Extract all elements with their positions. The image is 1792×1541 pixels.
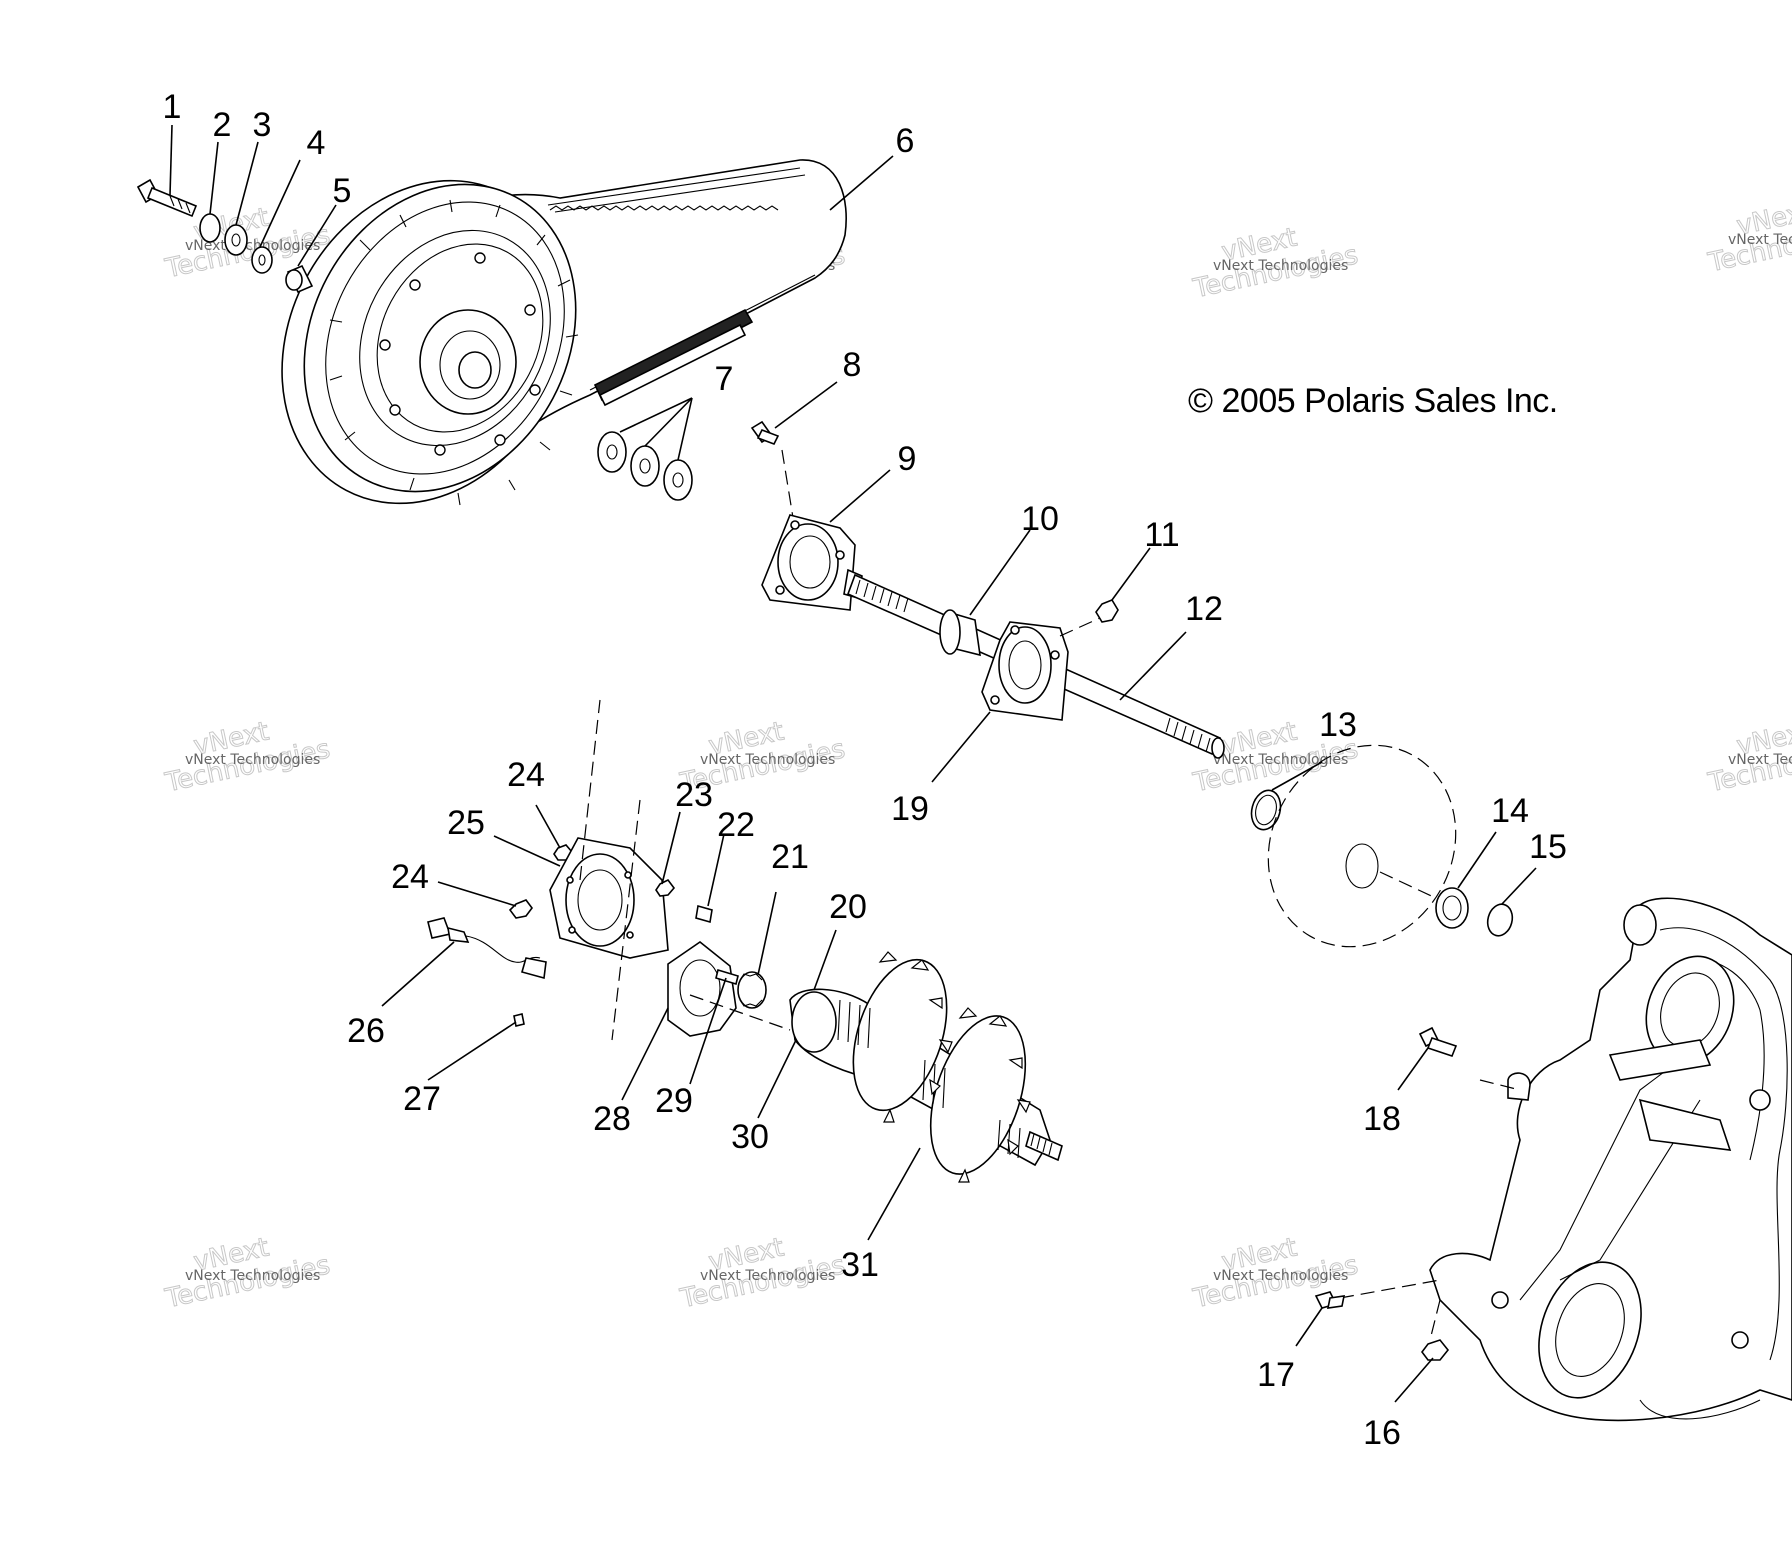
nut-23 — [655, 878, 676, 897]
svg-text:vNext Technologies: vNext Technologies — [700, 752, 835, 768]
washer-4 — [251, 246, 273, 274]
pin-22 — [695, 904, 713, 924]
callout-4: 4 — [307, 124, 326, 162]
svg-text:vNext Technologies: vNext Technologies — [1213, 258, 1348, 274]
callout-numbers: 1 2 3 4 5 6 7 8 9 10 11 12 13 14 15 16 1… — [163, 88, 1567, 1452]
bolt-17 — [1314, 1291, 1346, 1309]
belt-cogs-top — [549, 205, 779, 211]
callout-8: 8 — [843, 346, 862, 384]
callout-24-lower: 24 — [391, 858, 429, 896]
chaincase-housing — [1429, 897, 1792, 1422]
callout-21: 21 — [771, 838, 809, 876]
callout-20: 20 — [829, 888, 867, 926]
callout-28: 28 — [593, 1100, 631, 1138]
callout-2: 2 — [213, 106, 232, 144]
callout-27: 27 — [403, 1080, 441, 1118]
callout-10: 10 — [1021, 500, 1059, 538]
svg-text:vNext Technologies: vNext Technologies — [1213, 1268, 1348, 1284]
bearing-10 — [939, 609, 981, 657]
leader-lines — [169, 124, 1537, 1403]
bearing-cup-25 — [549, 837, 669, 959]
lockwasher-3 — [224, 224, 248, 256]
copyright-notice: © 2005 Polaris Sales Inc. — [1188, 382, 1558, 420]
watermark: Technologies vNext vNext Technologies — [677, 1232, 849, 1315]
clutch-bolt-holes — [379, 252, 541, 456]
watermark: Technologies vNext vNext Technologies — [1705, 196, 1792, 279]
callout-3: 3 — [253, 106, 272, 144]
bolt-18 — [1418, 1026, 1458, 1057]
callout-15: 15 — [1529, 828, 1567, 866]
svg-text:vNext Technologies: vNext Technologies — [1728, 752, 1792, 768]
shim-washers-7 — [597, 431, 693, 501]
bearing-14 — [1435, 887, 1469, 929]
callout-13: 13 — [1319, 706, 1357, 744]
snap-ring-15 — [1486, 903, 1514, 937]
speed-sensor-26 — [427, 917, 547, 980]
reverse-gear-assembly-31 — [789, 951, 1063, 1183]
belt-cogs-bottom — [593, 308, 754, 407]
callout-31: 31 — [841, 1246, 879, 1284]
svg-text:vNext Technologies: vNext Technologies — [700, 1268, 835, 1284]
gasket-28 — [667, 941, 737, 1037]
bearing-flange-9 — [761, 514, 856, 611]
callout-17: 17 — [1257, 1356, 1295, 1394]
callout-14: 14 — [1491, 792, 1529, 830]
callout-6: 6 — [896, 122, 915, 160]
callout-29: 29 — [655, 1082, 693, 1120]
bolt-1 — [136, 178, 198, 218]
nut-11 — [1095, 599, 1119, 623]
callout-9: 9 — [898, 440, 917, 478]
screw-29 — [715, 968, 739, 986]
watermark: Technologies vNext vNext Technologies — [162, 716, 334, 799]
nut-16 — [1421, 1339, 1450, 1361]
callout-1: 1 — [163, 88, 182, 126]
callout-19: 19 — [891, 790, 929, 828]
callout-25: 25 — [447, 804, 485, 842]
callout-22: 22 — [717, 806, 755, 844]
callout-23: 23 — [675, 776, 713, 814]
callout-26: 26 — [347, 1012, 385, 1050]
washer-2 — [199, 213, 221, 243]
callout-7: 7 — [715, 360, 734, 398]
svg-text:vNext Technologies: vNext Technologies — [185, 752, 320, 768]
callout-5: 5 — [333, 172, 352, 210]
output-spline — [1025, 1130, 1063, 1162]
svg-text:vNext Technologies: vNext Technologies — [1728, 232, 1792, 248]
svg-text:vNext Technologies: vNext Technologies — [185, 238, 320, 254]
callout-18: 18 — [1363, 1100, 1401, 1138]
gear-teeth — [878, 951, 1031, 1183]
spacer-5 — [285, 264, 314, 294]
callout-30: 30 — [731, 1118, 769, 1156]
callout-12: 12 — [1185, 590, 1223, 628]
connector-27 — [513, 1013, 525, 1027]
clutch-fins — [329, 199, 579, 506]
svg-text:vNext Technologies: vNext Technologies — [185, 1268, 320, 1284]
callout-16: 16 — [1363, 1414, 1401, 1452]
bolt-8 — [750, 420, 780, 446]
driven-clutch — [281, 179, 579, 506]
watermark: Technologies vNext vNext Technologies — [162, 1232, 334, 1315]
callout-24: 24 — [507, 756, 545, 794]
nut-24b — [508, 899, 533, 919]
bearing-flange-19 — [981, 621, 1069, 721]
svg-text:vNext Technologies: vNext Technologies — [1213, 752, 1348, 768]
watermark: Technologies vNext vNext Technologies — [1705, 716, 1792, 799]
brake-disc-outline — [1267, 744, 1457, 948]
callout-11: 11 — [1144, 516, 1179, 554]
watermark: Technologies vNext vNext Technologies — [1190, 222, 1362, 305]
snap-ring-13 — [1250, 789, 1282, 831]
gear-21 — [737, 971, 767, 1009]
